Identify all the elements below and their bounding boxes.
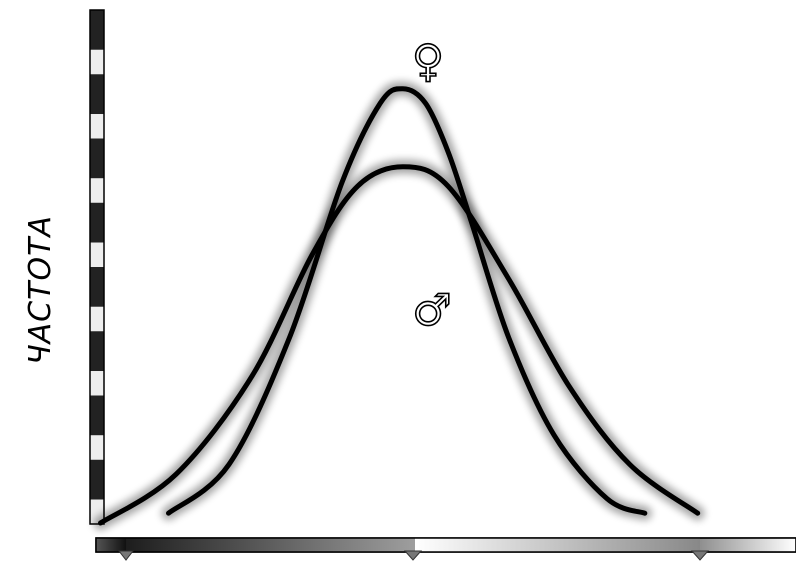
x-axis-marker	[117, 550, 135, 561]
series-line-0	[166, 86, 648, 516]
y-axis-segment-light	[90, 435, 104, 460]
y-axis-segment-light	[90, 242, 104, 267]
y-axis-segment-dark	[90, 267, 104, 307]
x-axis-marker	[690, 550, 710, 561]
y-axis-segment-light	[90, 49, 104, 75]
y-axis-segment-dark	[90, 202, 104, 243]
y-axis-segment-dark	[90, 459, 104, 500]
y-axis-segment-light	[90, 371, 104, 396]
y-axis-segment-light	[90, 114, 104, 139]
y-axis-segment-dark	[90, 395, 104, 436]
y-axis-segment-dark	[90, 10, 104, 50]
series-label-male: ♂	[412, 285, 451, 336]
y-axis-segment-dark	[90, 74, 104, 115]
y-axis-segment-dark	[90, 138, 104, 179]
series-line-1	[98, 164, 701, 526]
y-axis-segment-light	[90, 178, 104, 203]
x-axis-bar	[95, 537, 796, 561]
series-glow-1	[93, 159, 705, 530]
y-axis-segment-dark	[90, 331, 104, 372]
y-axis-label: ЧАСТОТА	[23, 215, 58, 365]
y-axis-bar	[89, 9, 105, 525]
y-axis-segment-light	[90, 306, 104, 332]
series-label-female: ♀	[412, 36, 444, 87]
plot-area	[93, 81, 705, 530]
x-axis-marker	[403, 550, 423, 561]
